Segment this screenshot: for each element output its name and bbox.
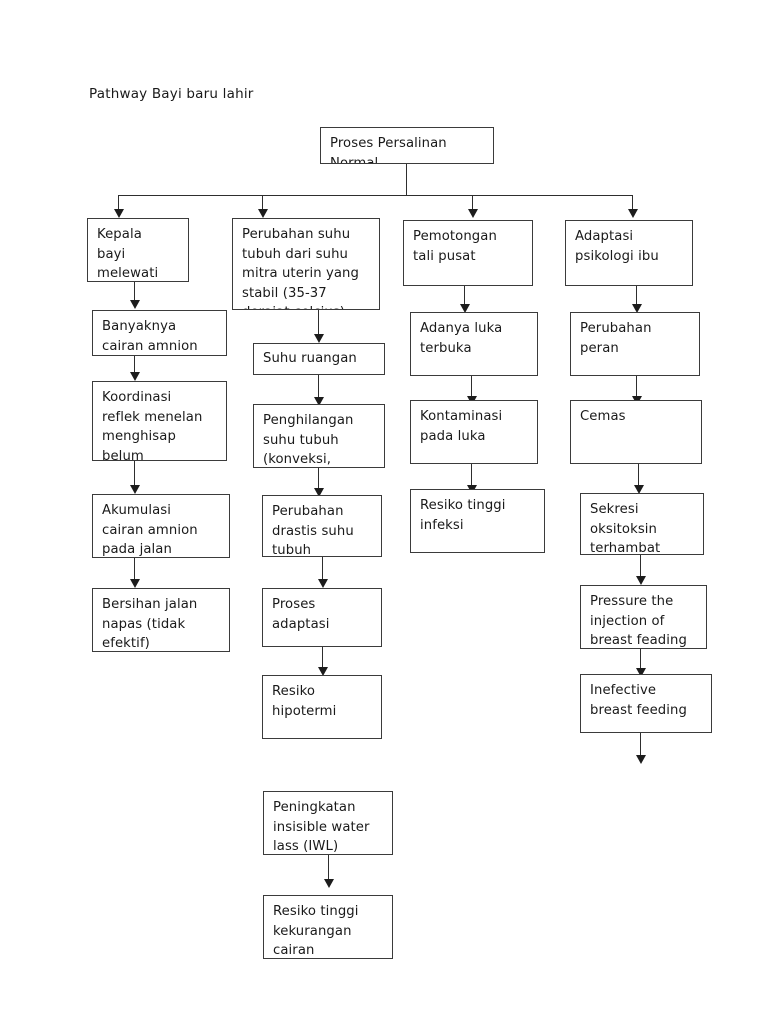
node-peningkatan-insisible-water-lass[interactable]: Peningkatan insisible water lass (IWL) (263, 791, 393, 855)
node-label: Adaptasi psikologi ibu (575, 229, 659, 264)
connector-root-stem (406, 164, 408, 196)
node-proses-adaptasi[interactable]: Proses adaptasi (262, 588, 382, 647)
node-resiko-tinggi-kekurangan-cairan[interactable]: Resiko tinggi kekurangan cairan (263, 895, 393, 959)
arrowhead-col4 (628, 209, 638, 218)
arrowhead-c2-n6 (318, 667, 328, 676)
arrowhead-c4-n2 (632, 304, 642, 313)
connector-c2-n5-n6 (322, 647, 324, 668)
node-akumulasi-cairan-amnion[interactable]: Akumulasi cairan amnion pada jalan (92, 494, 230, 558)
connector-c2-n2-n3 (318, 375, 320, 398)
connector-bus-to-col2 (262, 195, 264, 210)
node-label: Cemas (580, 409, 626, 424)
arrowhead-c2-n5 (318, 579, 328, 588)
arrowhead-c4-n6 (636, 668, 646, 677)
node-adaptasi-psikologi-ibu[interactable]: Adaptasi psikologi ibu (565, 220, 693, 286)
connector-c1-n4-n5 (134, 558, 136, 580)
connector-c4-n1-n2 (636, 286, 638, 305)
node-label: Resiko hipotermi (272, 684, 337, 719)
node-label: Kepala bayi melewati jalan lahir (97, 227, 159, 281)
connector-c1-n1-n2 (134, 282, 136, 301)
node-label: Peningkatan insisible water lass (IWL) (273, 800, 370, 854)
connector-c1-n3-n4 (134, 461, 136, 486)
arrowhead-c2-n3 (314, 397, 324, 406)
node-perubahan-suhu-tubuh-mitra-uterin[interactable]: Perubahan suhu tubuh dari suhu mitra ute… (232, 218, 380, 310)
node-adanya-luka-terbuka[interactable]: Adanya luka terbuka (410, 312, 538, 376)
arrowhead-c4-dangling (636, 755, 646, 764)
node-resiko-tinggi-infeksi[interactable]: Resiko tinggi infeksi (410, 489, 545, 553)
connector-c4-n5-n6 (640, 649, 642, 669)
node-label: Koordinasi reflek menelan menghisap belu… (102, 390, 203, 461)
node-label: Bersihan jalan napas (tidak efektif) (102, 597, 198, 651)
connector-c1-n2-n3 (134, 356, 136, 373)
connector-detached-n1-n2 (328, 855, 330, 880)
connector-c3-n1-n2 (464, 286, 466, 305)
node-label: Inefective breast feeding (590, 683, 687, 718)
node-resiko-hipotermi[interactable]: Resiko hipotermi (262, 675, 382, 739)
node-label: Proses Persalinan Normal (330, 136, 447, 164)
node-label: Perubahan peran (580, 321, 652, 356)
connector-c2-n4-n5 (322, 557, 324, 580)
arrowhead-c1-n4 (130, 485, 140, 494)
node-cemas[interactable]: Cemas (570, 400, 702, 464)
node-label: Resiko tinggi infeksi (420, 498, 506, 533)
connector-c2-n3-n4 (318, 468, 320, 489)
connector-c4-dangling (640, 733, 642, 756)
node-proses-persalinan-normal[interactable]: Proses Persalinan Normal (320, 127, 494, 164)
connector-c2-n1-n2 (318, 310, 320, 335)
connector-c4-n4-n5 (640, 555, 642, 577)
node-inefective-breast-feeding[interactable]: Inefective breast feeding (580, 674, 712, 733)
node-perubahan-peran[interactable]: Perubahan peran (570, 312, 700, 376)
node-penghilangan-suhu-tubuh[interactable]: Penghilangan suhu tubuh (konveksi, radia… (253, 404, 385, 468)
node-label: Perubahan drastis suhu tubuh (272, 504, 354, 557)
node-label: Kontaminasi pada luka (420, 409, 503, 444)
node-perubahan-drastis-suhu-tubuh[interactable]: Perubahan drastis suhu tubuh (262, 495, 382, 557)
connector-bus (118, 195, 633, 197)
node-banyaknya-cairan-amnion[interactable]: Banyaknya cairan amnion di jalan lahir (92, 310, 227, 356)
connector-c4-n3-n4 (638, 464, 640, 486)
node-koordinasi-reflek-menelan[interactable]: Koordinasi reflek menelan menghisap belu… (92, 381, 227, 461)
node-kepala-bayi-melewati-jalan-lahir[interactable]: Kepala bayi melewati jalan lahir (87, 218, 189, 282)
node-sekresi-oksitoksin-terhambat[interactable]: Sekresi oksitoksin terhambat (580, 493, 704, 555)
node-suhu-ruangan[interactable]: Suhu ruangan (253, 343, 385, 375)
arrowhead-col1 (114, 209, 124, 218)
node-label: Pressure the injection of breast feading (590, 594, 687, 648)
node-label: Banyaknya cairan amnion di jalan lahir (102, 319, 198, 354)
node-label: Perubahan suhu tubuh dari suhu mitra ute… (242, 227, 359, 309)
arrowhead-c4-n5 (636, 576, 646, 585)
connector-c3-n3-n4 (471, 464, 473, 486)
arrowhead-c1-n5 (130, 579, 140, 588)
connector-c4-n2-n3 (636, 376, 638, 397)
connector-bus-to-col4 (632, 195, 634, 210)
arrowhead-col2 (258, 209, 268, 218)
connector-bus-to-col3 (472, 195, 474, 210)
node-label: Pemotongan tali pusat (413, 229, 497, 264)
connector-c3-n2-n3 (471, 376, 473, 397)
node-bersihan-jalan-napas[interactable]: Bersihan jalan napas (tidak efektif) (92, 588, 230, 652)
page-title: Pathway Bayi baru lahir (89, 86, 254, 102)
arrowhead-c1-n2 (130, 300, 140, 309)
node-label: Akumulasi cairan amnion pada jalan (102, 503, 198, 557)
node-pemotongan-tali-pusat[interactable]: Pemotongan tali pusat (403, 220, 533, 286)
node-kontaminasi-pada-luka[interactable]: Kontaminasi pada luka (410, 400, 538, 464)
arrowhead-col3 (468, 209, 478, 218)
arrowhead-c3-n2 (460, 304, 470, 313)
node-label: Sekresi oksitoksin terhambat (590, 502, 661, 555)
arrowhead-c4-n4 (634, 485, 644, 494)
node-label: Proses adaptasi (272, 597, 330, 632)
node-label: Resiko tinggi kekurangan cairan (273, 904, 359, 958)
node-pressure-the-injection-of-breast-feading[interactable]: Pressure the injection of breast feading (580, 585, 707, 649)
arrowhead-c2-n4 (314, 488, 324, 497)
arrowhead-detached-n2 (324, 879, 334, 888)
arrowhead-c2-n2 (314, 334, 324, 343)
connector-bus-to-col1 (118, 195, 120, 210)
arrowhead-c1-n3 (130, 372, 140, 381)
node-label: Penghilangan suhu tubuh (konveksi, radia… (263, 413, 354, 467)
node-label: Suhu ruangan (263, 351, 357, 366)
node-label: Adanya luka terbuka (420, 321, 503, 356)
